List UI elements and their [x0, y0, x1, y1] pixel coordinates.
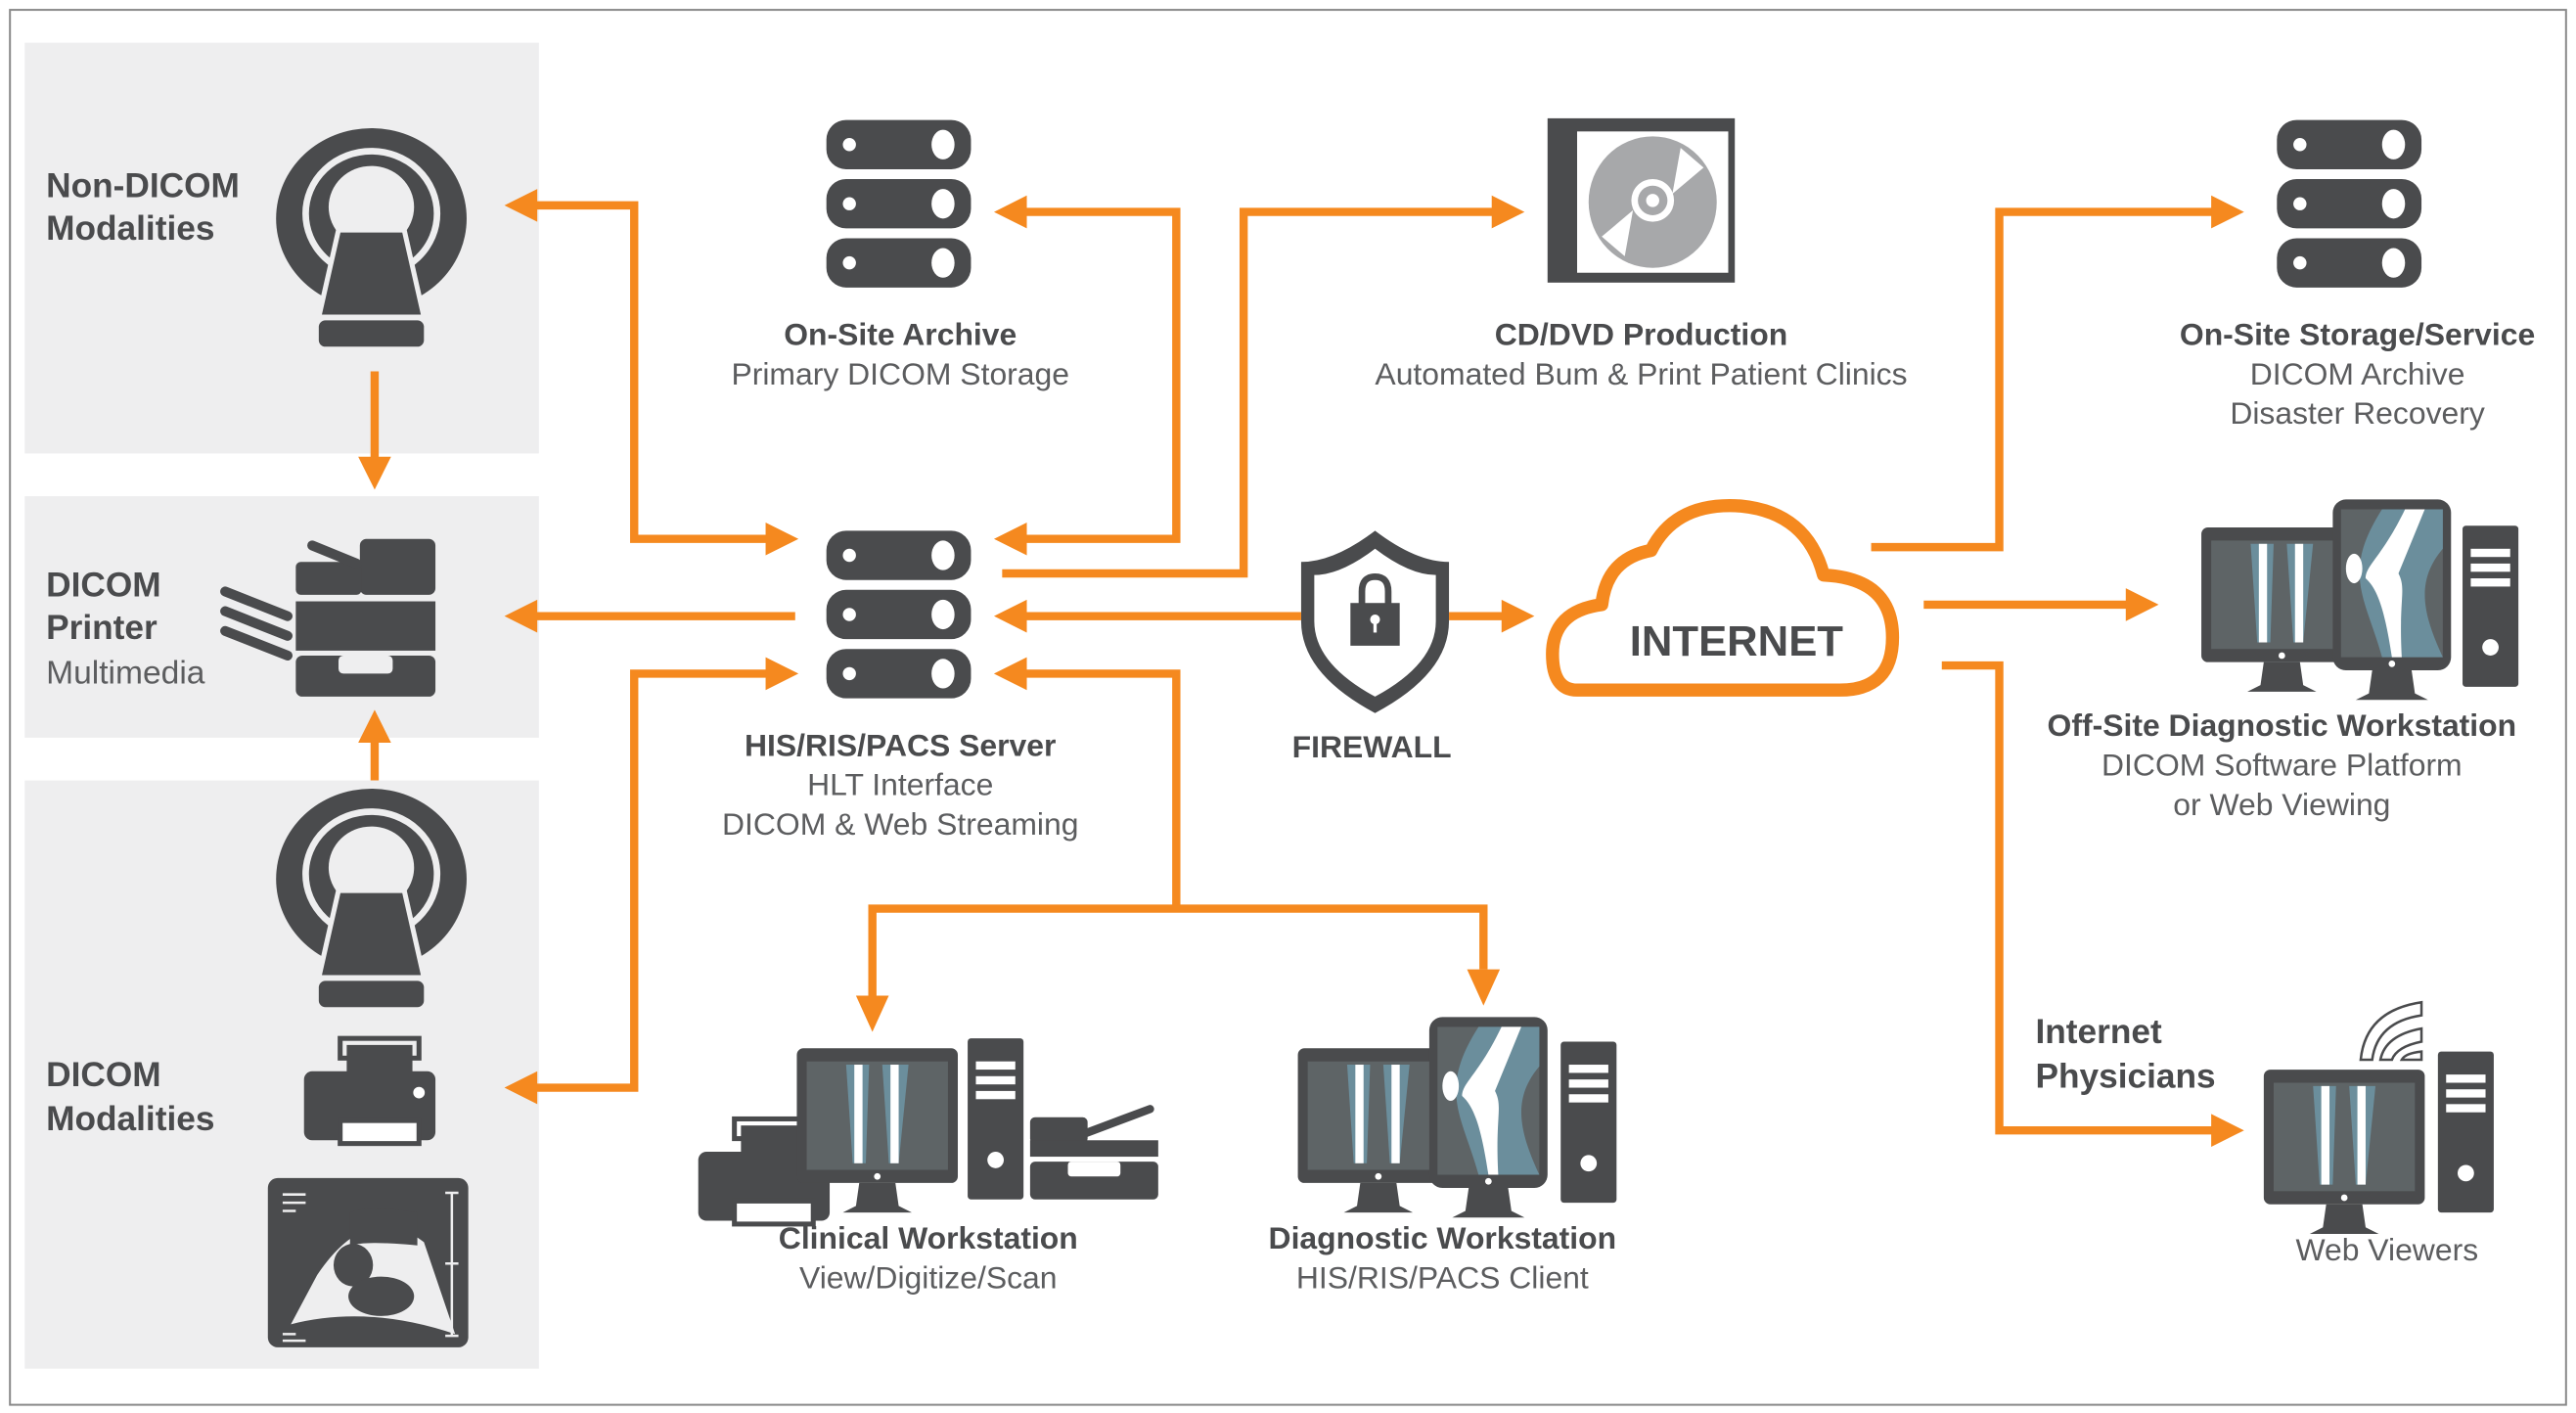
multifunction-printer-icon [220, 538, 436, 697]
cd-dvd-title: CD/DVD Production [1495, 317, 1787, 352]
cd-dvd-subtitle: Automated Bum & Print Patient Clinics [1375, 356, 1907, 391]
arrowhead [993, 657, 1027, 691]
server-icon [2277, 119, 2422, 288]
pacs-server-line2: DICOM & Web Streaming [722, 806, 1078, 842]
connector-internet-storage [1871, 207, 2215, 552]
clinical-workstation-icon [699, 1038, 1158, 1224]
arrowhead [993, 599, 1027, 633]
offsite-storage-line1: DICOM Archive [2250, 356, 2465, 391]
dicom-modalities-title-2: Modalities [46, 1100, 214, 1138]
connector-pacs-modalities [533, 669, 773, 1092]
connector-internet-web [1941, 661, 2215, 1135]
onsite-archive-title: On-Site Archive [784, 317, 1017, 352]
arrowhead [2211, 195, 2244, 229]
disc-icon [1547, 117, 1736, 283]
clinical-ws-title: Clinical Workstation [779, 1220, 1078, 1255]
diagnostic-ws-title: Diagnostic Workstation [1269, 1220, 1617, 1255]
clinical-ws-subtitle: View/Digitize/Scan [799, 1259, 1058, 1295]
arrowhead [855, 995, 889, 1032]
arrowhead [358, 456, 391, 490]
arrowhead [2125, 588, 2159, 621]
server-icon [826, 119, 972, 288]
wifi-icon [2359, 1000, 2423, 1062]
arrowhead [1501, 599, 1535, 633]
offsite-storage-line2: Disaster Recovery [2230, 395, 2485, 431]
arrowhead [504, 189, 538, 222]
arrowhead [358, 709, 391, 743]
shield-lock-icon [1300, 530, 1450, 713]
arrowhead [993, 195, 1027, 229]
internet-label: INTERNET [1630, 617, 1844, 665]
dicom-printer-title-1: DICOM [46, 567, 161, 605]
arrowhead [1467, 969, 1501, 1006]
arrowhead [765, 657, 799, 691]
arrowhead [765, 522, 799, 556]
pacs-server-title: HIS/RIS/PACS Server [745, 727, 1056, 762]
onsite-archive-subtitle: Primary DICOM Storage [731, 356, 1069, 391]
connector-pacs-cd [1002, 207, 1496, 578]
scanner-icon [1029, 1105, 1158, 1200]
offsite-diag-line2: or Web Viewing [2173, 787, 2390, 822]
firewall-label: FIREWALL [1292, 729, 1452, 764]
connector-pacs-workstations [868, 669, 1488, 996]
wireless-workstation-icon [2263, 1000, 2494, 1234]
pacs-server-line1: HLT Interface [807, 767, 993, 802]
connector-pacs-archive [1021, 207, 1181, 543]
arrowhead [504, 599, 538, 633]
internet-physicians-title-1: Internet [2035, 1013, 2162, 1051]
diagnostic-ws-subtitle: HIS/RIS/PACS Client [1296, 1259, 1589, 1295]
arrowhead [993, 522, 1027, 556]
arrowhead [1491, 195, 1525, 229]
dicom-printer-title-2: Printer [46, 609, 158, 647]
arrowhead [2211, 1114, 2244, 1147]
internet-physicians-title-2: Physicians [2035, 1058, 2215, 1096]
non-dicom-title-2: Modalities [46, 209, 214, 248]
cloud-icon [1546, 498, 1900, 697]
server-icon [826, 530, 972, 699]
connectors [358, 189, 2244, 1147]
non-dicom-title-1: Non-DICOM [46, 166, 240, 205]
arrowhead [504, 1071, 538, 1105]
ultrasound-icon [267, 1177, 469, 1347]
offsite-diag-line1: DICOM Software Platform [2101, 748, 2463, 783]
offsite-diag-title: Off-Site Diagnostic Workstation [2048, 707, 2517, 743]
connector-non-dicom-pacs [533, 201, 773, 543]
web-viewers-label: Web Viewers [2295, 1232, 2478, 1267]
offsite-storage-title: On-Site Storage/Service [2180, 317, 2535, 352]
dicom-printer-subtitle: Multimedia [46, 655, 205, 691]
dicom-modalities-title-1: DICOM [46, 1056, 161, 1094]
